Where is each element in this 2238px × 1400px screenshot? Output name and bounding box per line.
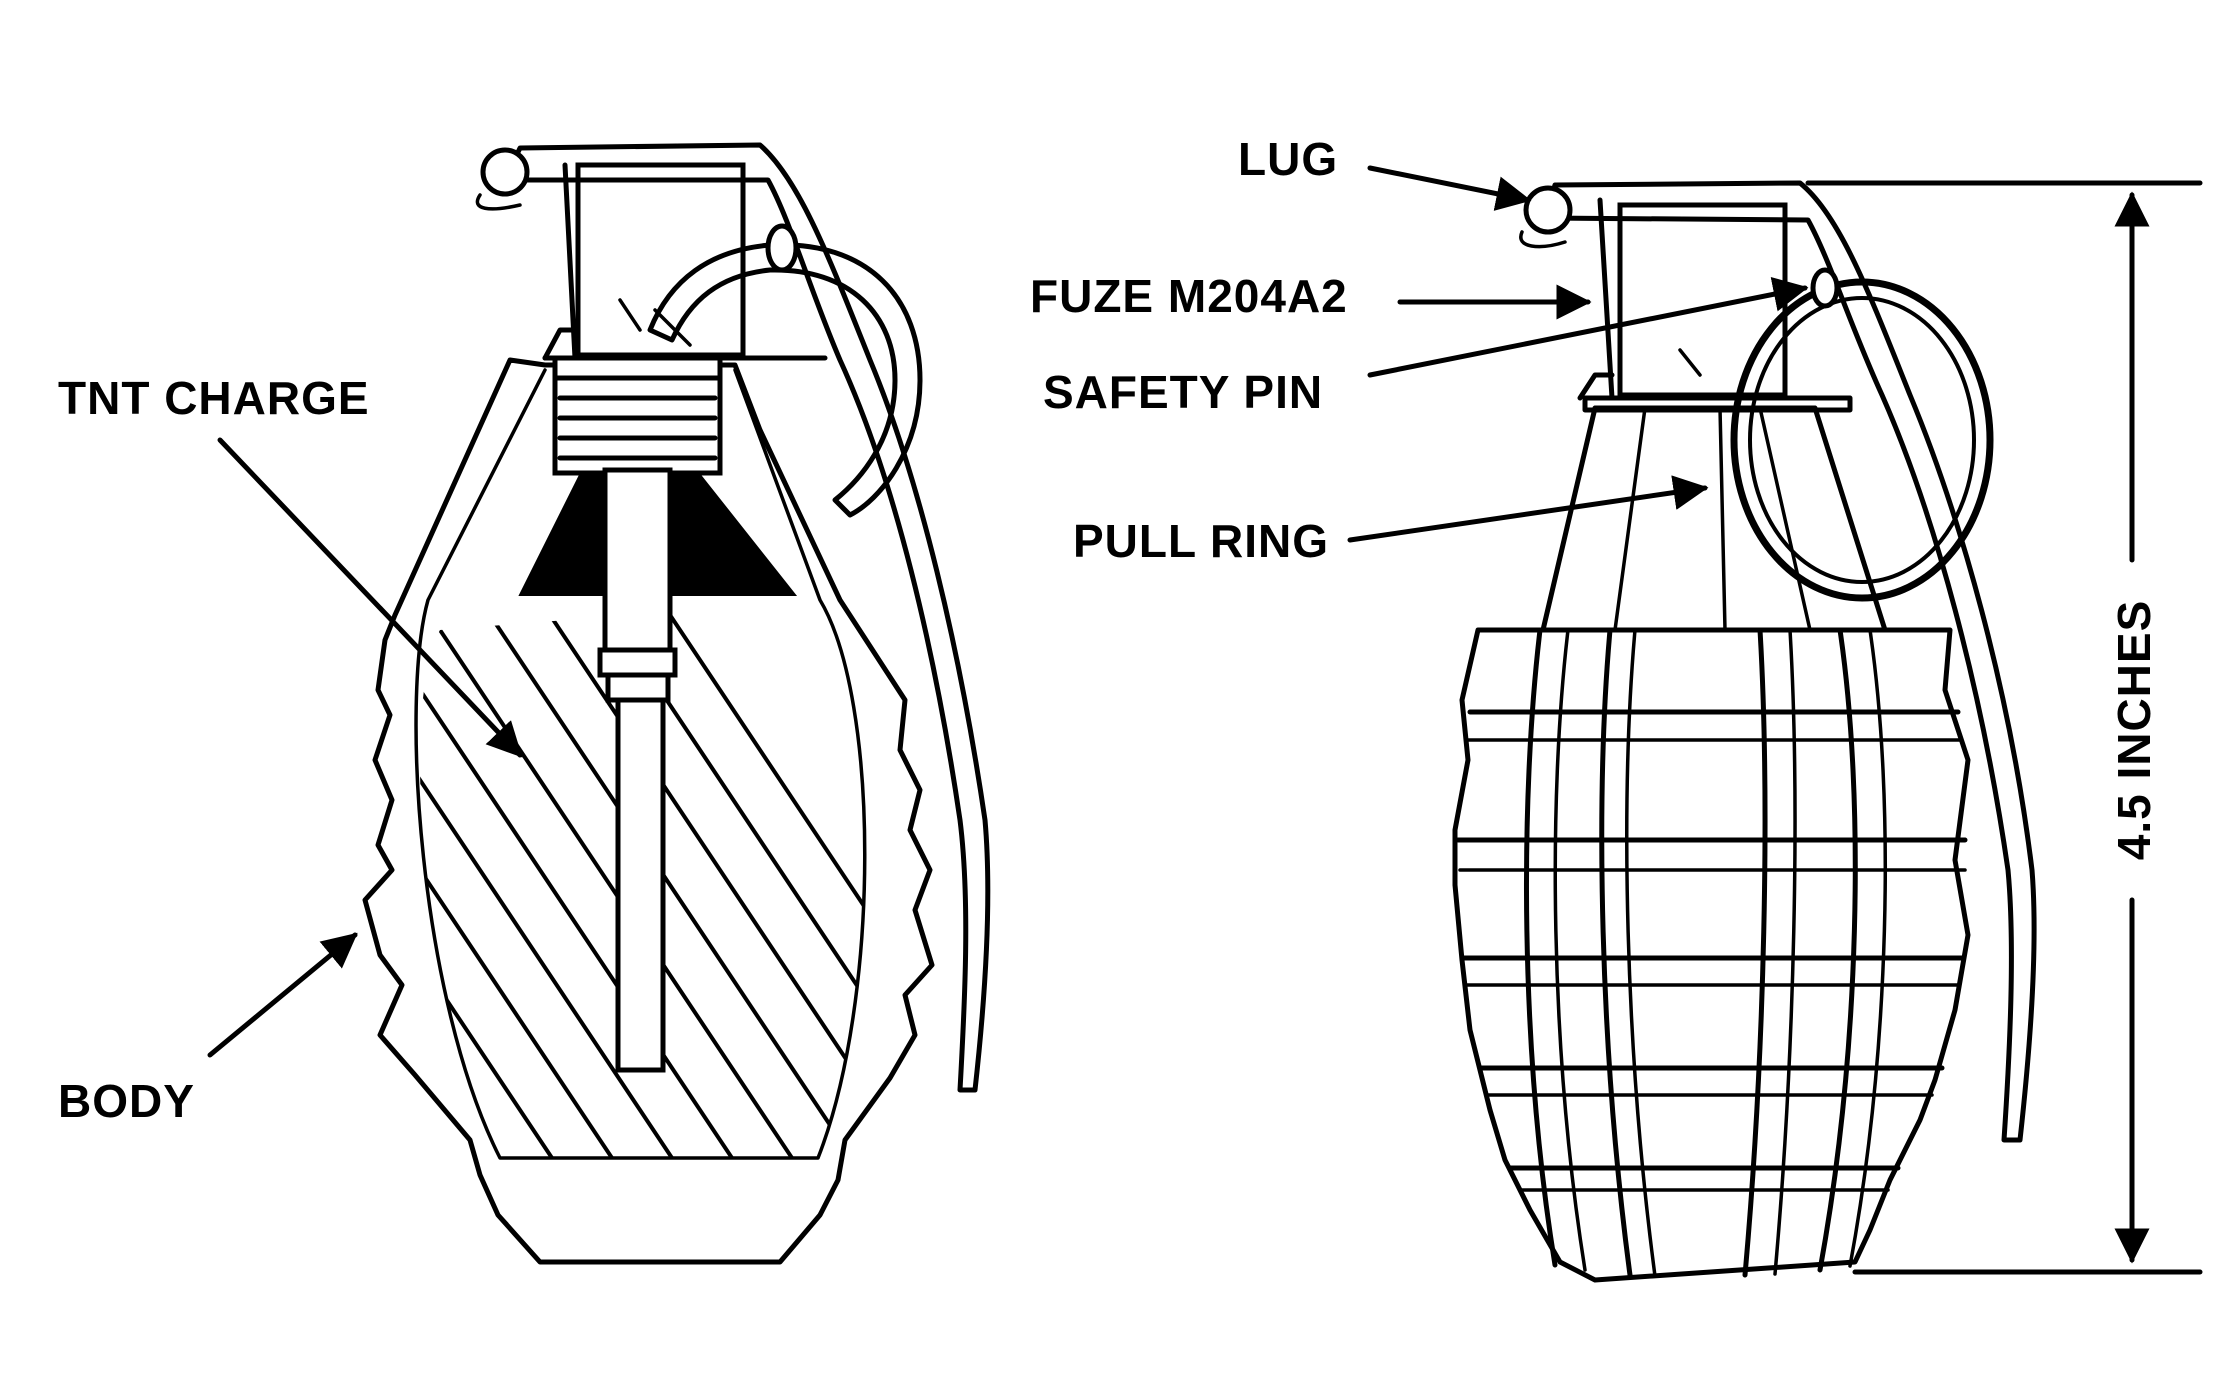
label-safety-pin: SAFETY PIN — [1043, 366, 1323, 418]
ext-pull-ring — [1730, 278, 1994, 602]
fuze-threads — [552, 355, 723, 476]
label-height: 4.5 INCHES — [2108, 600, 2160, 861]
frag-grid-cols — [1523, 627, 1887, 1278]
ext-safety-lever — [1542, 180, 2037, 1143]
label-body: BODY — [58, 1075, 195, 1127]
tnt-arrow — [217, 437, 523, 758]
cavity-outline — [414, 368, 867, 1160]
label-pull-ring: PULL RING — [1073, 515, 1329, 567]
lug-arrow — [1367, 165, 1532, 211]
pin-loop — [765, 223, 799, 273]
cutaway-grenade — [362, 142, 991, 1265]
label-fuze: FUZE M204A2 — [1030, 270, 1348, 322]
pull-ring-arrow — [1347, 475, 1709, 543]
ext-pin-loop — [1810, 267, 1840, 309]
label-lug: LUG — [1238, 133, 1338, 185]
frag-body-outline — [1452, 627, 1971, 1283]
detonator — [597, 467, 678, 1073]
frag-grid-rows — [1455, 709, 1968, 1192]
body-arrow — [207, 932, 358, 1058]
leader-arrows — [207, 165, 1809, 1058]
grenade-body-outline — [362, 357, 935, 1265]
safety-lever — [502, 142, 991, 1093]
external-grenade — [1452, 180, 2037, 1283]
label-tnt-charge: TNT CHARGE — [58, 372, 370, 424]
lever-lug — [480, 147, 530, 197]
ext-lever-lug — [1523, 185, 1573, 235]
safety-pin-arrow — [1367, 277, 1809, 378]
height-dimension — [1805, 180, 2203, 1275]
